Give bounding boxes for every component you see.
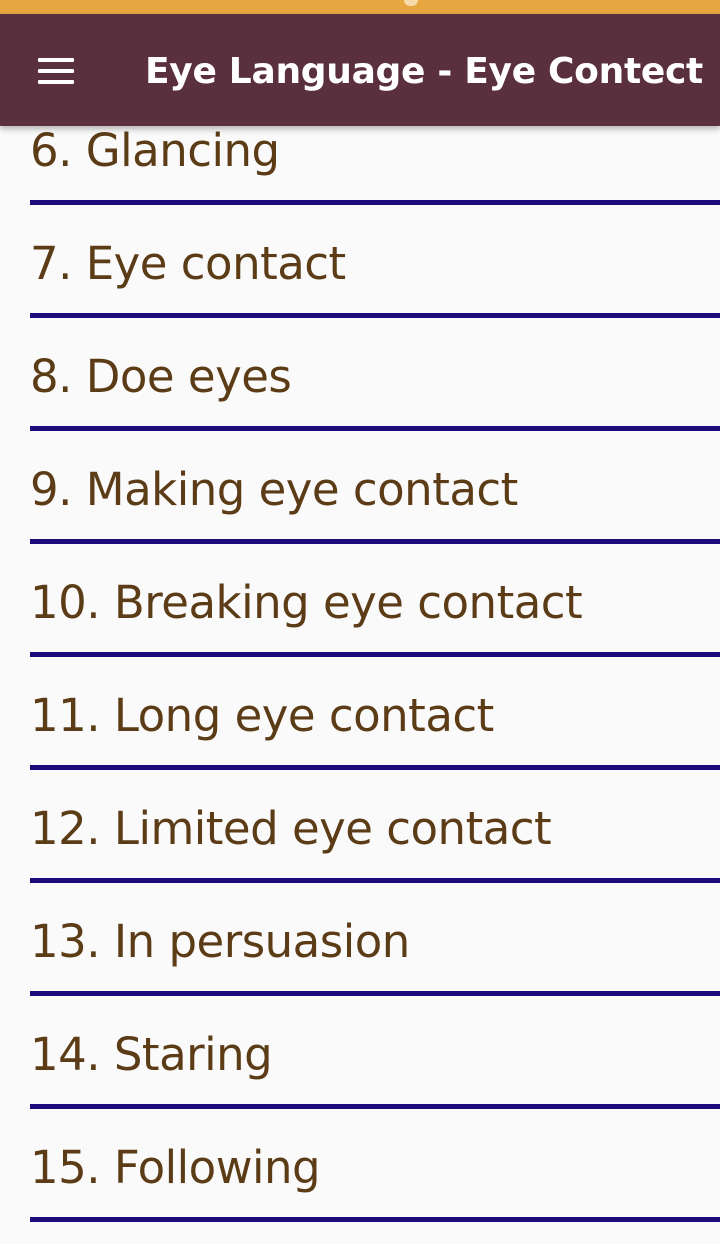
list-item-9[interactable]: 9. Making eye contact	[0, 431, 720, 544]
list-item-label: 14. Staring	[30, 1028, 273, 1081]
list-item-label: 13. In persuasion	[30, 915, 410, 968]
page-title: Eye Language - Eye Contect	[145, 51, 703, 92]
list-item-label: 11. Long eye contact	[30, 689, 494, 742]
divider	[30, 878, 720, 883]
list-item-15[interactable]: 15. Following	[0, 1109, 720, 1222]
menu-button[interactable]	[22, 44, 88, 96]
list-item-12[interactable]: 12. Limited eye contact	[0, 770, 720, 883]
divider	[30, 426, 720, 431]
hamburger-menu-icon	[38, 58, 74, 84]
divider	[30, 313, 720, 318]
list-item-label: 7. Eye contact	[30, 237, 346, 290]
list-item-6[interactable]: 6. Glancing	[0, 92, 720, 205]
app-bar: Eye Language - Eye Contect	[0, 14, 720, 126]
topic-list: 6. Glancing 7. Eye contact 8. Doe eyes 9…	[0, 92, 720, 1222]
list-item-10[interactable]: 10. Breaking eye contact	[0, 544, 720, 657]
status-bar	[0, 0, 720, 14]
list-item-label: 12. Limited eye contact	[30, 802, 552, 855]
list-item-label: 10. Breaking eye contact	[30, 576, 583, 629]
status-indicator	[404, 0, 418, 6]
list-item-14[interactable]: 14. Staring	[0, 996, 720, 1109]
list-item-7[interactable]: 7. Eye contact	[0, 205, 720, 318]
divider	[30, 765, 720, 770]
divider	[30, 991, 720, 996]
divider	[30, 1217, 720, 1222]
list-item-11[interactable]: 11. Long eye contact	[0, 657, 720, 770]
divider	[30, 1104, 720, 1109]
list-item-8[interactable]: 8. Doe eyes	[0, 318, 720, 431]
list-item-label: 9. Making eye contact	[30, 463, 518, 516]
divider	[30, 200, 720, 205]
list-item-label: 15. Following	[30, 1141, 321, 1194]
divider	[30, 539, 720, 544]
list-item-label: 8. Doe eyes	[30, 350, 292, 403]
divider	[30, 652, 720, 657]
list-item-label: 6. Glancing	[30, 124, 280, 177]
list-item-13[interactable]: 13. In persuasion	[0, 883, 720, 996]
